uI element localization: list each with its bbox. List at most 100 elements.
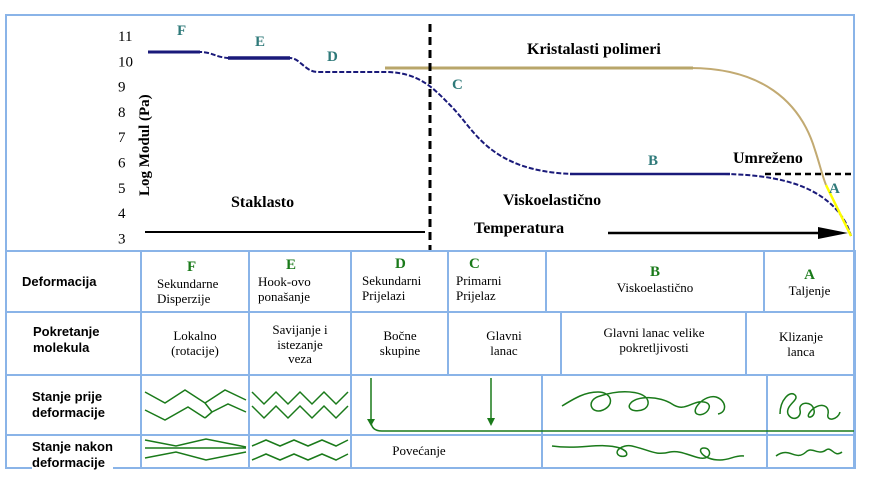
row-header-before-line1: Stanje prije — [32, 389, 103, 404]
deformation-e-line2: ponašanje — [258, 288, 310, 304]
row-header-motion-line1: Pokretanje — [33, 324, 100, 339]
y-tick-label: 3 — [118, 231, 126, 247]
chain-b-before — [561, 391, 726, 416]
col-divider-head — [140, 250, 142, 469]
motion-e-line2: istezanje — [277, 336, 323, 352]
deformation-letter-f: F — [187, 259, 197, 276]
motion-f-line2: (rotacije) — [171, 342, 219, 358]
row-header-after: Stanje nakon deformacije — [32, 439, 113, 471]
deformation-cell-e: E Hook-ovo ponašanje — [252, 254, 348, 308]
motion-e-line3: veza — [288, 351, 312, 367]
row-divider-2 — [5, 374, 855, 376]
motion-cell-f: Lokalno (rotacije) — [145, 316, 245, 371]
deformation-cell-b: B Viskoelastično — [549, 256, 761, 304]
chain-b-after — [551, 444, 745, 461]
motion-b-line1: Glavni lanac velike — [603, 325, 705, 341]
crosslinked-label: Umreženo — [733, 150, 803, 167]
deformation-c-line2: Prijelaz — [456, 287, 496, 303]
y-tick-label: 6 — [118, 156, 126, 172]
row-header-motion: Pokretanje molekula — [33, 324, 99, 355]
row-divider-1 — [5, 311, 855, 313]
chain-e-after — [251, 439, 349, 461]
y-tick-label: 4 — [118, 206, 126, 222]
y-tick-label: 5 — [118, 181, 126, 197]
deformation-d-line2: Prijelazi — [362, 287, 406, 303]
arrow-c-tip — [487, 418, 495, 426]
motion-cell-b: Glavni lanac velike pokretljivosti — [564, 316, 744, 366]
motion-f-line1: Lokalno — [173, 327, 217, 343]
curve-letter-d: D — [327, 49, 338, 65]
curve-letter-c: C — [452, 77, 463, 93]
motion-cell-e: Savijanje i istezanje veza — [252, 316, 348, 374]
deformation-c-line1: Primarni — [456, 272, 502, 288]
curve-letter-b: B — [648, 153, 659, 169]
col-divider-ba-mid — [745, 311, 747, 374]
melt-segment — [824, 184, 853, 237]
motion-c-line1: Glavni — [486, 327, 522, 343]
col-divider-ba-low — [766, 374, 768, 469]
deformation-letter-a: A — [804, 266, 815, 283]
row-header-deformation: Deformacija — [22, 274, 97, 289]
temperature-axis-label: Temperatura — [474, 220, 565, 237]
deformation-cell-a: A Taljenje — [767, 258, 852, 308]
crystalline-curve — [385, 67, 827, 186]
y-tick-label: 9 — [118, 80, 126, 96]
col-divider-cb-mid — [560, 311, 562, 374]
motion-d-line2: skupine — [379, 342, 421, 358]
deformation-letter-d: D — [395, 256, 406, 273]
deformation-a-line1: Taljenje — [788, 283, 831, 299]
y-tick-label: 10 — [118, 54, 133, 70]
row-header-motion-line2: molekula — [33, 339, 90, 355]
motion-e-line1: Savijanje i — [272, 321, 328, 337]
arrow-d-tip — [367, 419, 375, 426]
increase-label: Povećanje — [392, 442, 446, 458]
motion-cell-d: Bočne skupine — [354, 316, 446, 371]
glassy-region-label: Staklasto — [231, 194, 295, 211]
motion-cell-c: Glavni lanac — [450, 316, 558, 371]
row-header-before-line2: deformacije — [32, 404, 105, 420]
main-modulus-curve — [148, 51, 852, 237]
curve-letter-f: F — [177, 23, 187, 39]
y-tick-label: 8 — [118, 105, 126, 121]
motion-a-line1: Klizanje — [778, 329, 824, 345]
motion-b-line2: pokretljivosti — [619, 340, 689, 355]
motion-cell-a: Klizanje lanca — [749, 320, 853, 370]
deformation-d-line1: Sekundarni — [362, 272, 422, 288]
col-divider-cb-top — [545, 250, 547, 312]
row-header-after-line1: Stanje nakon — [32, 439, 113, 454]
col-divider-ba-top — [763, 250, 765, 312]
chain-f-after — [144, 438, 247, 461]
col-divider-dc-top — [447, 250, 449, 374]
row-header-after-line2: deformacije — [32, 454, 105, 470]
viscoelastic-region-label: Viskoelastično — [503, 192, 602, 209]
deformation-f-line2: Disperzije — [157, 290, 211, 306]
row-divider-3 — [5, 434, 855, 436]
deformation-e-line1: Hook-ovo — [258, 273, 311, 289]
chain-f-before — [144, 389, 247, 421]
temperature-arrowhead — [818, 227, 848, 239]
deformation-cell-f: F Sekundarne Disperzije — [145, 256, 245, 310]
col-divider-fe — [248, 250, 250, 469]
col-divider-a-extra — [854, 250, 856, 469]
deformation-b-line1: Viskoelastično — [616, 280, 694, 296]
deformation-cell-c: C Primarni Prijelaz — [450, 254, 542, 306]
deformation-letter-e: E — [286, 257, 297, 274]
deformation-letter-c: C — [469, 256, 480, 273]
row-header-before: Stanje prije deformacije — [32, 389, 105, 420]
deformation-letter-b: B — [649, 263, 660, 280]
y-tick-label: 7 — [118, 130, 126, 146]
motion-d-line1: Bočne — [383, 327, 417, 343]
chain-a-before — [779, 393, 841, 420]
motion-a-line2: lanca — [787, 344, 815, 359]
motion-c-line2: lanac — [490, 342, 518, 358]
chain-e-before — [251, 390, 349, 420]
chain-a-after — [775, 448, 843, 457]
deformation-cell-d: D Sekundarni Prijelazi — [354, 254, 446, 306]
col-divider-ed — [350, 250, 352, 469]
crystalline-label: Kristalasti polimeri — [527, 41, 661, 58]
deformation-f-line1: Sekundarne — [157, 275, 219, 291]
